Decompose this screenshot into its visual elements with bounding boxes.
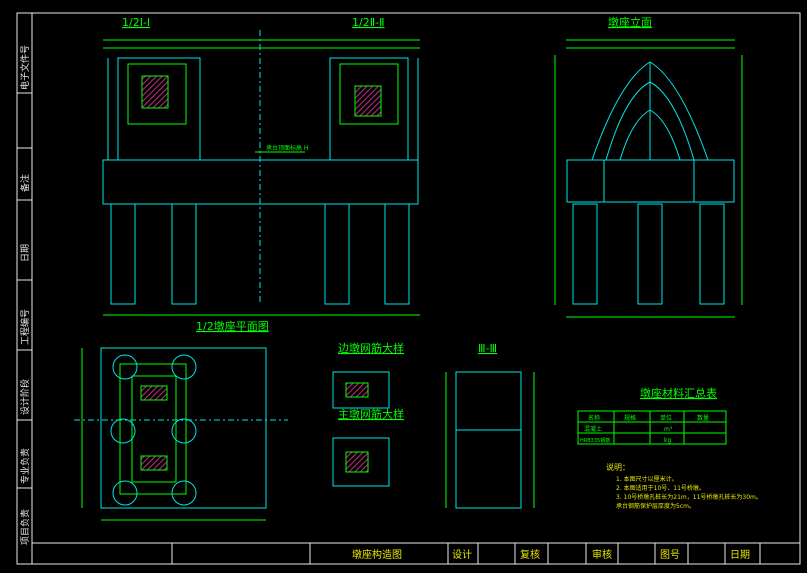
strip-label-discipline-lead: 专业负责: [19, 448, 31, 484]
strip-label-file-no: 电子文件号: [19, 45, 31, 90]
table-cell-rebar-unit: kg: [664, 437, 671, 444]
view-title-left-elev: 1/2Ⅰ-Ⅰ: [122, 16, 150, 29]
table-header-unit: 单位: [660, 414, 672, 422]
material-table: 墩座材料汇总表 名称 规格 单位 数量 混凝土 m³ HRB335钢筋 kg: [577, 386, 727, 445]
approve-label: 审核: [592, 548, 612, 561]
view-title-main-rebar: 主墩网筋大样: [338, 407, 404, 421]
view-title-edge-rebar: 边墩网筋大样: [338, 341, 404, 355]
table-cell-concrete: 混凝土: [584, 425, 602, 433]
front-elevation: 1/2Ⅰ-Ⅰ 1/2Ⅱ-Ⅱ 承台顶面标高 H: [102, 16, 420, 316]
table-header-qty: 数量: [697, 414, 709, 422]
drawing-frame: [16, 12, 801, 565]
table-header-spec: 规格: [624, 414, 636, 422]
note-line-1: 1. 本图尺寸以厘米计。: [616, 475, 678, 483]
notes: 说明： 1. 本图尺寸以厘米计。 2. 本图适用于10号、11号桥墩。 3. 1…: [606, 462, 762, 510]
half-plan: 1/2墩座平面图: [74, 319, 288, 521]
drawing-title: 墩座构造图: [352, 548, 402, 561]
review-label: 复核: [520, 548, 540, 561]
design-label: 设计: [452, 548, 472, 561]
strip-label-design-stage: 设计阶段: [19, 379, 31, 415]
title-block: 墩座构造图 设计 复核 审核 图号 日期: [352, 548, 750, 561]
notes-title: 说明：: [606, 462, 630, 472]
drawing-no-label: 图号: [660, 549, 680, 561]
table-cell-concrete-unit: m³: [664, 426, 673, 433]
view-title-half-plan: 1/2墩座平面图: [196, 319, 269, 333]
strip-label-project-lead: 项目负责: [19, 509, 31, 545]
table-cell-rebar: HRB335钢筋: [580, 437, 610, 444]
note-line-3: 3. 10号桥墩孔桩长为21m，11号桥墩孔桩长为30m。: [616, 493, 762, 501]
table-header-name: 名称: [588, 414, 600, 422]
view-title-material-table: 墩座材料汇总表: [640, 386, 717, 400]
note-line-4: 承台钢筋保护层厚度为5cm。: [616, 502, 695, 510]
date-label: 日期: [730, 549, 750, 561]
view-title-right-elev: 1/2Ⅱ-Ⅱ: [352, 16, 385, 29]
note-line-2: 2. 本图适用于10号、11号桥墩。: [616, 484, 705, 492]
rebar-details: 边墩网筋大样 主墩网筋大样: [332, 341, 404, 487]
level-note: 承台顶面标高 H: [266, 144, 308, 152]
strip-label-remark: 备注: [19, 174, 31, 192]
view-title-side-elev: 墩座立面: [608, 15, 652, 29]
strip-label-project-no: 工程编号: [19, 309, 31, 345]
view-title-section3: Ⅲ-Ⅲ: [478, 342, 497, 355]
side-elevation: 墩座立面: [554, 15, 743, 318]
section-3: Ⅲ-Ⅲ: [445, 342, 535, 509]
left-strip-labels: 电子文件号 备注 日期 工程编号 设计阶段 专业负责 项目负责: [19, 45, 31, 545]
strip-label-date: 日期: [20, 244, 31, 262]
